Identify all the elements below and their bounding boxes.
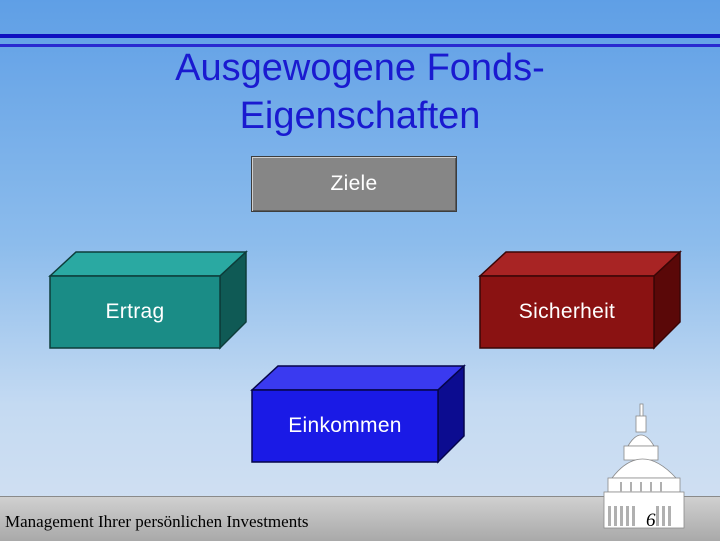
sicherheit-label: Sicherheit	[518, 300, 616, 323]
ziele-box: Ziele	[251, 156, 457, 212]
ertrag-label: Ertrag	[105, 300, 165, 323]
page-number: 6	[646, 510, 656, 531]
sicherheit-box	[478, 250, 682, 350]
einkommen-label: Einkommen	[288, 414, 402, 437]
einkommen-box	[250, 364, 466, 464]
header-rule	[0, 34, 720, 38]
title-line-2: Eigenschaften	[239, 95, 481, 137]
header-rule-thin	[0, 44, 720, 47]
footer-text: Management Ihrer persönlichen Investment…	[5, 512, 309, 531]
title-line-1: Ausgewogene Fonds-	[175, 47, 545, 89]
ertrag-box	[48, 250, 248, 350]
slide-title: Ausgewogene Fonds- Eigenschaften	[60, 44, 660, 140]
footer-bar	[0, 496, 720, 541]
